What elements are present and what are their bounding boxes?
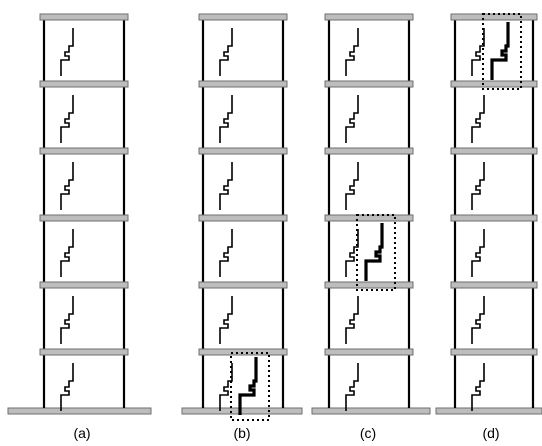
story-brace — [345, 95, 359, 143]
panel-label-b: (b) — [233, 425, 250, 441]
floor-slab — [450, 80, 538, 88]
floor-slab — [450, 281, 538, 289]
frame-panel — [7, 13, 152, 415]
story-brace — [60, 95, 74, 143]
floor-slab — [39, 281, 129, 289]
floor-slab — [39, 80, 129, 88]
floor-slab — [39, 147, 129, 155]
highlight-box — [356, 214, 396, 291]
story-brace — [345, 28, 359, 76]
floor-slab — [324, 13, 414, 21]
floor-slab — [324, 147, 414, 155]
panels-group — [7, 13, 542, 421]
floor-slab — [39, 13, 129, 21]
panel-label-c: (c) — [360, 425, 376, 441]
floor-slab — [324, 80, 414, 88]
floor-slab — [39, 348, 129, 356]
story-brace — [60, 229, 74, 277]
panel-labels-group: (a) (b) (c) (d) — [73, 425, 499, 441]
story-brace — [60, 162, 74, 210]
panel-label-a: (a) — [73, 425, 90, 441]
ground-slab — [435, 407, 542, 415]
modified-brace — [490, 22, 510, 80]
story-brace — [345, 296, 359, 344]
story-brace — [471, 229, 485, 277]
floor-slab — [198, 13, 288, 21]
story-brace — [345, 363, 359, 411]
floor-slab — [39, 214, 129, 222]
floor-slab — [324, 281, 414, 289]
ground-slab — [311, 407, 431, 415]
highlight-box — [230, 352, 270, 421]
story-brace — [219, 28, 233, 76]
floor-slab — [198, 147, 288, 155]
floor-slab — [324, 348, 414, 356]
story-brace — [471, 363, 485, 411]
panel-label-d: (d) — [482, 425, 499, 441]
story-brace — [471, 296, 485, 344]
story-brace — [60, 28, 74, 76]
story-brace — [471, 162, 485, 210]
highlight-box — [482, 13, 522, 90]
story-brace — [60, 296, 74, 344]
floor-slab — [450, 147, 538, 155]
story-brace — [219, 162, 233, 210]
story-brace — [345, 162, 359, 210]
story-brace — [471, 95, 485, 143]
story-brace — [219, 95, 233, 143]
story-brace — [219, 296, 233, 344]
story-brace — [345, 229, 359, 277]
floor-slab — [450, 348, 538, 356]
frame-panel — [435, 13, 542, 415]
story-brace — [471, 28, 485, 76]
frame-panel — [311, 13, 431, 415]
story-brace — [219, 229, 233, 277]
ground-slab — [181, 407, 303, 415]
floor-slab — [198, 214, 288, 222]
floor-slab — [450, 214, 538, 222]
floor-slab — [198, 281, 288, 289]
ground-slab — [7, 407, 152, 415]
story-brace — [60, 363, 74, 411]
floor-slab — [198, 80, 288, 88]
modified-brace — [238, 357, 258, 415]
modified-brace — [364, 223, 384, 281]
frame-panel — [181, 13, 303, 421]
